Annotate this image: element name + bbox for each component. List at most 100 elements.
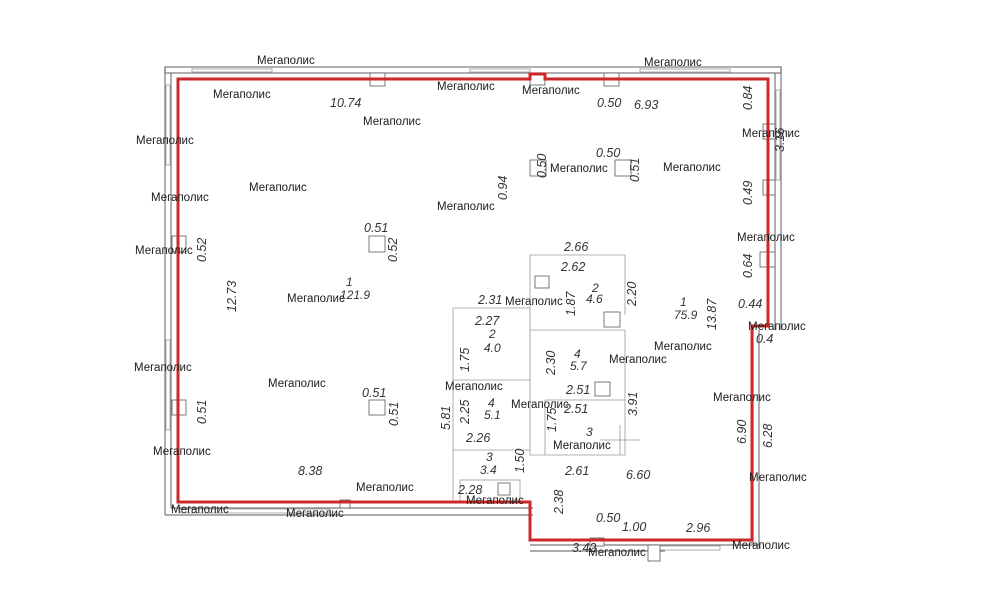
dimension-label: 0.51 <box>628 158 642 182</box>
dimension-label: 0.44 <box>738 297 762 311</box>
room-area: 5.7 <box>570 359 588 373</box>
dimension-label: 6.60 <box>626 468 650 482</box>
dimension-label: 2.62 <box>560 260 585 274</box>
dimension-label: 2.31 <box>477 293 502 307</box>
dimension-label: 0.51 <box>195 400 209 424</box>
watermark-label: Мегаполис <box>654 341 712 353</box>
watermark-label: Мегаполис <box>153 446 211 458</box>
room-area: 5.1 <box>484 408 501 422</box>
watermark-label: Мегаполис <box>151 192 209 204</box>
watermark-label: Мегаполис <box>136 135 194 147</box>
watermark-label: Мегаполис <box>505 296 563 308</box>
exterior-walls <box>164 66 782 552</box>
dimension-label: 2.27 <box>474 314 500 328</box>
dimension-label: 2.26 <box>465 431 490 445</box>
dimension-label: 3.91 <box>626 392 640 416</box>
dimension-label: 1.87 <box>564 291 578 316</box>
watermark-label: Мегаполис <box>749 472 807 484</box>
watermark-label: Мегаполис <box>511 399 569 411</box>
dimension-label: 3.42 <box>572 541 596 555</box>
dimension-label: 1.00 <box>622 520 646 534</box>
columns <box>171 72 776 562</box>
watermark-labels: Мегаполис Мегаполис Мегаполис Мегаполис … <box>134 55 807 559</box>
watermark-label: Мегаполис <box>134 362 192 374</box>
watermark-label: Мегаполис <box>748 321 806 333</box>
dimension-label: 10.74 <box>330 96 361 110</box>
dimension-label: 5.81 <box>439 406 453 430</box>
dimension-label: 0.64 <box>741 254 755 278</box>
dimension-label: 2.38 <box>552 490 566 515</box>
room-number: 2 <box>488 327 496 341</box>
watermark-label: Мегаполис <box>445 381 503 393</box>
watermark-label: Мегаполис <box>737 232 795 244</box>
dimension-label: 2.30 <box>544 351 558 376</box>
dimension-label: 12.73 <box>225 281 239 312</box>
room-area: 4.6 <box>586 292 603 306</box>
dimension-label: 0.49 <box>741 181 755 205</box>
dimension-label: 2.20 <box>625 282 639 307</box>
dimension-label: 8.38 <box>298 464 322 478</box>
room-number: 3 <box>486 450 493 464</box>
watermark-label: Мегаполис <box>268 378 326 390</box>
dimension-label: 2.25 <box>458 400 472 425</box>
watermark-label: Мегаполис <box>363 116 421 128</box>
watermark-label: Мегаполис <box>644 57 702 69</box>
watermark-label: Мегаполис <box>213 89 271 101</box>
watermark-label: Мегаполис <box>286 508 344 520</box>
dimension-label: 0.4 <box>756 332 773 346</box>
watermark-label: Мегаполис <box>742 128 800 140</box>
dimension-label: 0.50 <box>596 146 620 160</box>
dimension-label: 0.94 <box>496 176 510 200</box>
watermark-label: Мегаполис <box>522 85 580 97</box>
dimension-label: 6.28 <box>761 424 775 448</box>
dimension-label: 0.51 <box>387 402 401 426</box>
watermark-label: Мегаполис <box>135 245 193 257</box>
watermark-label: Мегаполис <box>466 495 524 507</box>
room-number: 1 <box>680 295 687 309</box>
dimension-label: 2.66 <box>563 240 588 254</box>
dimension-label: 6.90 <box>735 420 749 444</box>
watermark-label: Мегаполис <box>663 162 721 174</box>
dimension-label: 2.96 <box>685 521 710 535</box>
dimension-label: 2.61 <box>564 464 589 478</box>
room-area: 75.9 <box>674 308 698 322</box>
dimension-label: 0.84 <box>741 86 755 110</box>
room-number: 1 <box>346 275 353 289</box>
rented-area-outline <box>176 72 770 542</box>
room-number: 2 <box>591 281 599 295</box>
room-area: 4.0 <box>484 341 501 355</box>
watermark-label: Мегаполис <box>588 547 646 559</box>
dimension-label: 0.51 <box>364 221 388 235</box>
watermark-label: Мегаполис <box>732 540 790 552</box>
watermark-label: Мегаполис <box>437 201 495 213</box>
dimension-label: 0.50 <box>535 154 549 178</box>
watermark-label: Мегаполис <box>550 163 608 175</box>
watermark-label: Мегаполис <box>437 81 495 93</box>
watermark-label: Мегаполис <box>553 440 611 452</box>
room-area: 121.9 <box>340 288 370 302</box>
dimension-label: 0.52 <box>386 238 400 262</box>
watermark-label: Мегаполис <box>609 354 667 366</box>
room-area: 3.4 <box>480 463 497 477</box>
interior-partitions <box>452 254 640 503</box>
room-number: 4 <box>488 396 495 410</box>
dimension-label: 0.52 <box>195 238 209 262</box>
dimension-label: 0.51 <box>362 386 386 400</box>
watermark-label: Мегаполис <box>713 392 771 404</box>
dimension-label: 1.75 <box>545 408 559 432</box>
dimension-label: 1.75 <box>458 348 472 372</box>
watermark-label: Мегаполис <box>356 482 414 494</box>
watermark-label: Мегаполис <box>257 55 315 67</box>
watermark-label: Мегаполис <box>249 182 307 194</box>
dimension-label: 6.93 <box>634 98 658 112</box>
room-number: 4 <box>574 347 581 361</box>
dimension-label: 1.50 <box>513 449 527 473</box>
watermark-label: Мегаполис <box>287 293 345 305</box>
room-labels: 1 121.9 2 4.6 1 75.9 2 4.0 4 5.7 4 5.1 3… <box>340 275 698 477</box>
dimension-label: 13.87 <box>705 298 719 330</box>
dimension-label: 2.51 <box>563 402 588 416</box>
dimension-label: 0.50 <box>597 96 621 110</box>
dimension-label: 2.28 <box>457 483 482 497</box>
dimension-label: 0.50 <box>596 511 620 525</box>
